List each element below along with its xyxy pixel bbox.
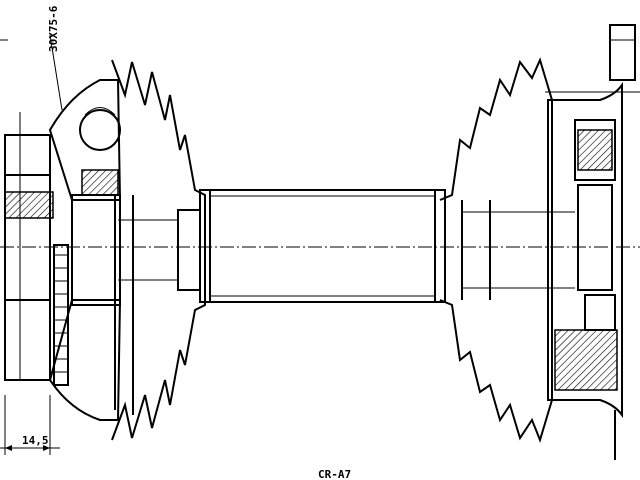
dimension-14-5: 14,5 <box>0 395 60 455</box>
bottom-label: CR-A7 <box>318 468 351 480</box>
center-shaft <box>199 189 446 303</box>
right-boot <box>439 57 575 444</box>
left-cv-joint <box>4 34 122 421</box>
dimension-label: 14,5 <box>22 434 49 447</box>
top-callout-label: 30X75-6 <box>47 5 60 52</box>
right-cv-joint <box>545 24 640 460</box>
left-boot <box>111 59 206 441</box>
abs-ring-teeth <box>55 254 67 373</box>
